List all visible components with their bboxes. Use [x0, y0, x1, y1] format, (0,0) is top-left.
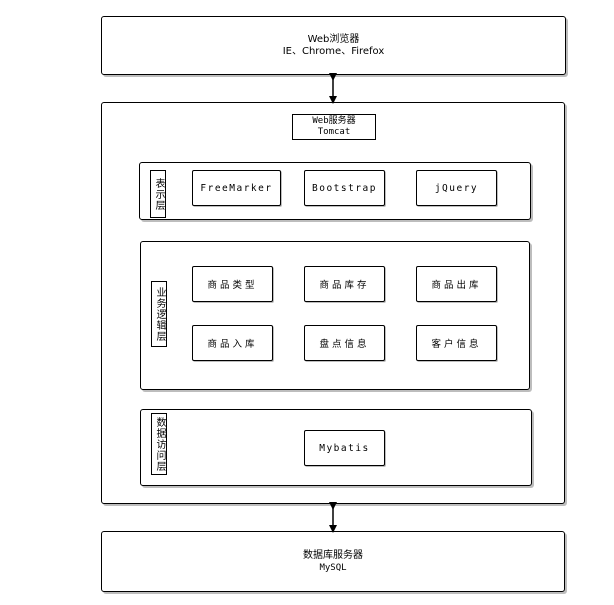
- web-browser-box: Web浏览器 IE、Chrome、Firefox: [101, 16, 566, 75]
- database-subtitle: MySQL: [319, 563, 347, 573]
- module-customer-info: 客户信息: [416, 325, 497, 361]
- web-server-subtitle: Tomcat: [317, 127, 351, 137]
- module-mybatis: Mybatis: [304, 430, 385, 466]
- database-title: 数据库服务器: [303, 550, 363, 561]
- module-product-outbound: 商品出库: [416, 266, 497, 302]
- database-server-box: 数据库服务器 MySQL: [101, 531, 565, 592]
- module-product-inbound: 商品入库: [192, 325, 273, 361]
- browser-subtitle: IE、Chrome、Firefox: [282, 46, 385, 57]
- business-logic-layer: [140, 241, 530, 390]
- module-freemarker: FreeMarker: [192, 170, 281, 206]
- business-logic-layer-label: 业务逻辑层: [151, 281, 167, 347]
- module-bootstrap: Bootstrap: [304, 170, 385, 206]
- presentation-layer-label: 表示层: [150, 170, 166, 218]
- web-server-label: Web服务器 Tomcat: [292, 114, 376, 140]
- data-access-layer-label: 数据访问层: [151, 413, 167, 475]
- module-product-stock: 商品库存: [304, 266, 385, 302]
- module-jquery: jQuery: [416, 170, 497, 206]
- browser-title: Web浏览器: [307, 34, 360, 45]
- module-inventory-check: 盘点信息: [304, 325, 385, 361]
- web-server-title: Web服务器: [312, 116, 356, 126]
- module-product-type: 商品类型: [192, 266, 273, 302]
